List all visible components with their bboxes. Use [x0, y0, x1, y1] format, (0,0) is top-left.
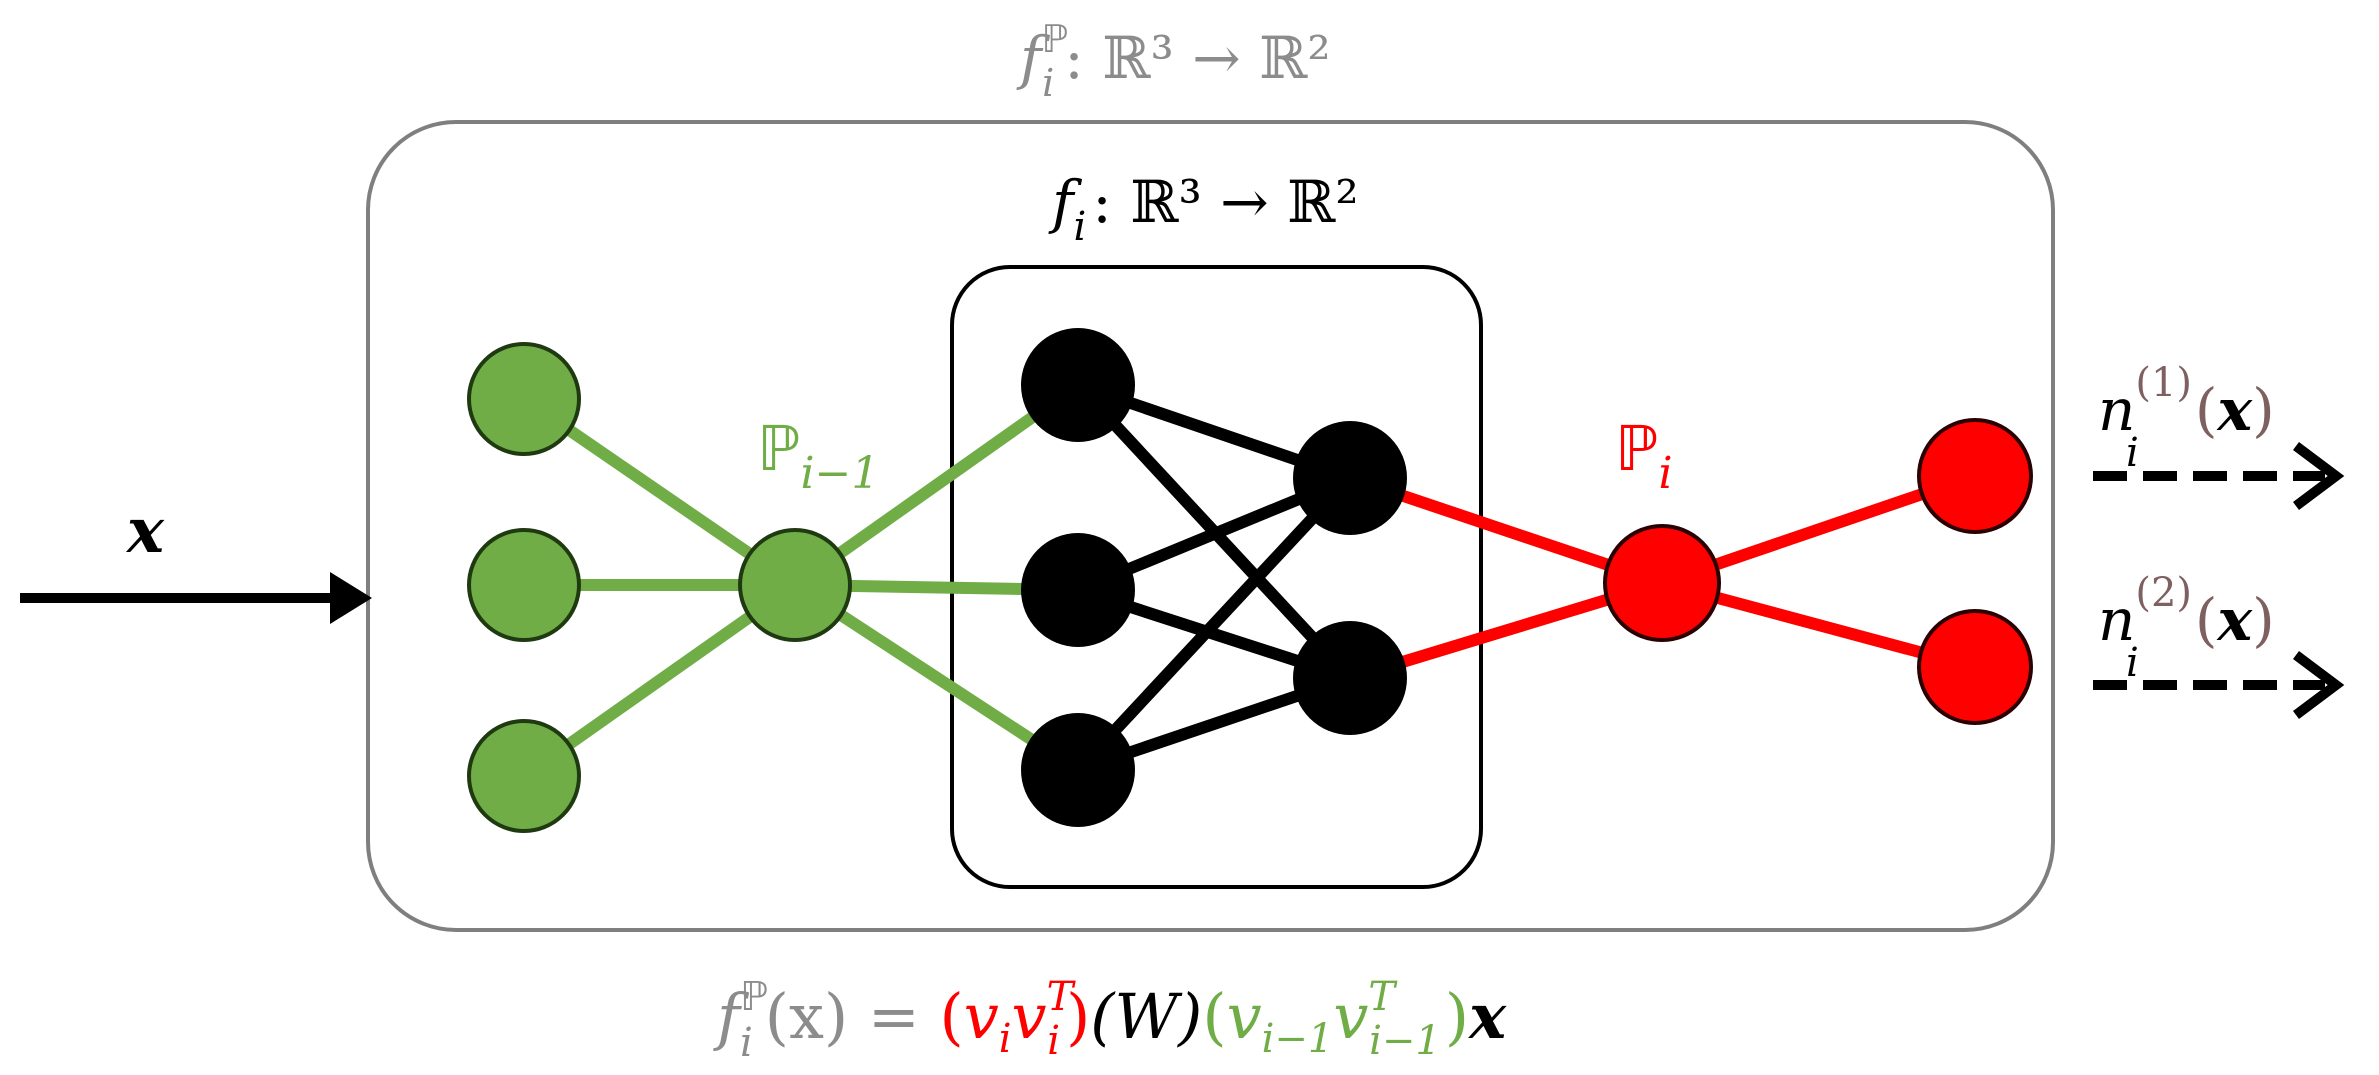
input-label: x [125, 494, 165, 567]
output-1-label: n(1)i(x) [2098, 360, 2275, 476]
inner-frame [950, 265, 1483, 889]
node-input-1 [467, 342, 581, 456]
node-projection-prev [738, 528, 852, 642]
node-out-a [1293, 421, 1407, 535]
inner-title: fi: ℝ³ → ℝ² [1048, 168, 1359, 250]
outer-frame [366, 120, 2055, 932]
node-output-2 [1917, 609, 2033, 725]
output-2-label: n(2)i(x) [2098, 570, 2275, 686]
input-arrow-head [330, 572, 372, 624]
node-input-3 [467, 719, 581, 833]
edge-green-out1 [789, 379, 1084, 591]
red-nodes [1603, 418, 2033, 725]
proj-cur-label: ℙi [1615, 412, 1673, 499]
green-nodes [467, 342, 852, 833]
node-projection-cur [1603, 524, 1721, 642]
node-hidden-1 [1021, 328, 1135, 442]
black-nodes [1021, 328, 1407, 827]
output-arrow-1-head [2293, 442, 2345, 510]
output-arrow-2-head [2293, 651, 2345, 719]
edge-black-5 [1073, 473, 1355, 775]
proj-prev-label: ℙi−1 [757, 412, 879, 499]
node-out-b [1293, 621, 1407, 735]
node-input-2 [467, 528, 581, 642]
node-hidden-3 [1021, 713, 1135, 827]
node-hidden-2 [1021, 533, 1135, 647]
node-output-1 [1917, 418, 2033, 534]
